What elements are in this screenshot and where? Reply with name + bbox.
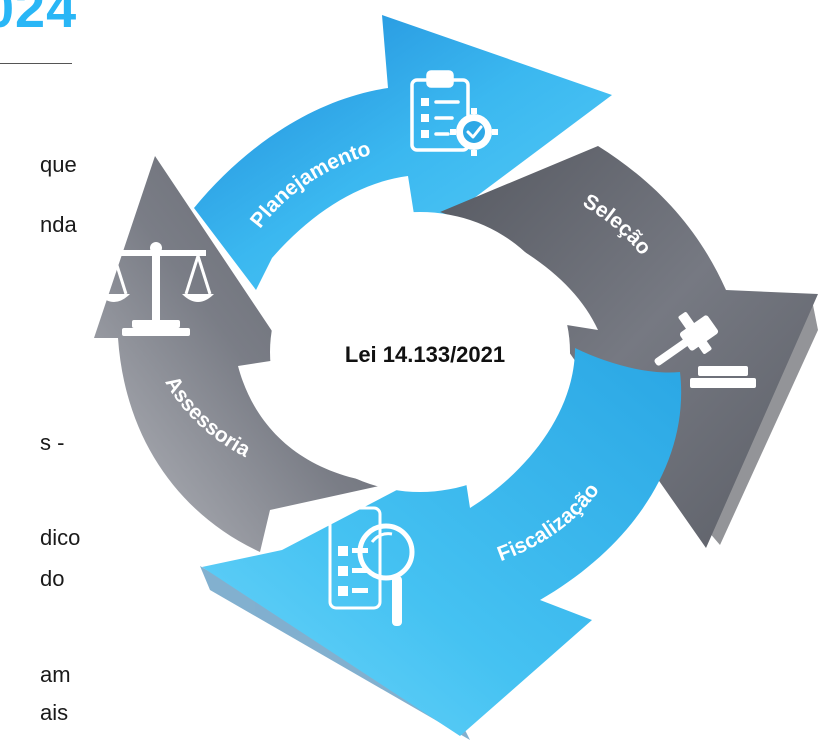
scales-icon — [98, 242, 214, 336]
gavel-icon — [654, 312, 756, 388]
cycle-center — [270, 212, 570, 492]
checklist-gear-icon — [410, 70, 498, 156]
heading-divider — [0, 63, 72, 64]
body-text-fragment: am — [40, 662, 71, 687]
body-text-fragment: s - — [40, 430, 65, 455]
center-title: Lei 14.133/2021 — [345, 342, 505, 367]
segment-selecao — [440, 146, 818, 548]
body-text-fragment: ais — [40, 700, 69, 725]
segment-planejamento — [194, 15, 612, 290]
document-magnifier-icon — [328, 506, 415, 626]
body-text-fragment: nda — [40, 212, 77, 237]
body-text-fragment: do — [40, 566, 65, 591]
body-text-fragment: dico — [40, 525, 81, 550]
segment-fiscalizacao — [202, 348, 682, 736]
year-heading: 024 — [0, 0, 78, 39]
body-text-fragment: que — [40, 152, 77, 177]
